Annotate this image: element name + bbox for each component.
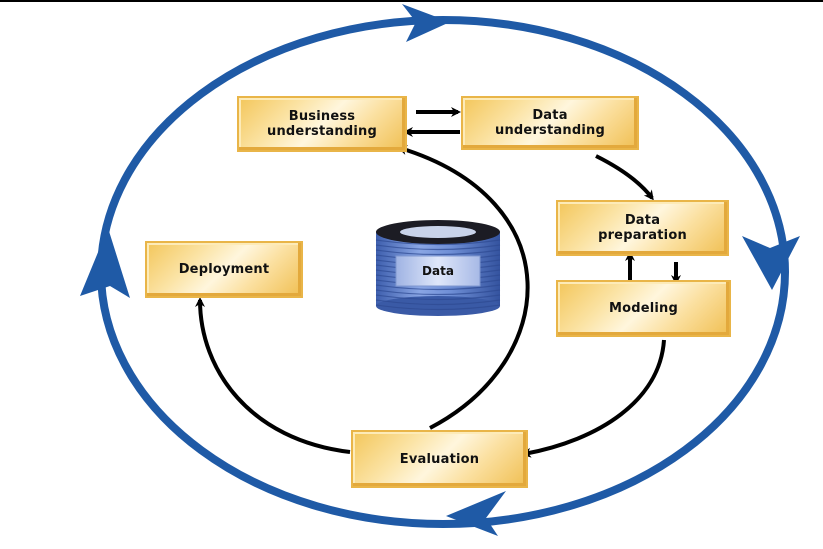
outer-cycle <box>80 4 800 536</box>
top-border-line <box>0 0 823 2</box>
phase-label: Evaluation <box>399 451 480 467</box>
phase-label: Data understanding <box>495 108 605 138</box>
outer-arrowhead-right <box>742 236 800 290</box>
database-icon <box>375 220 501 316</box>
arrow-evaluation-to-deployment <box>195 297 351 454</box>
phase-evaluation[interactable]: Evaluation <box>351 430 528 488</box>
database-rib-line <box>375 239 501 246</box>
database-rib-line <box>375 284 501 291</box>
phase-data-preparation[interactable]: Data preparation <box>556 200 729 256</box>
database-rib-line <box>375 304 501 311</box>
database-rib-line <box>375 289 501 296</box>
arrow-evaluation-to-business <box>397 145 530 430</box>
phase-business-understanding[interactable]: Business understanding <box>237 96 407 152</box>
database-rib-line <box>375 249 501 256</box>
outer-arrowhead-left <box>80 228 130 298</box>
database-label: Data <box>422 264 454 278</box>
phase-label: Business understanding <box>267 109 377 139</box>
outer-arrowhead-bottom <box>446 491 506 536</box>
arrow-data-understanding-to-preparation <box>595 154 654 201</box>
phase-label: Modeling <box>608 301 679 316</box>
phase-data-understanding[interactable]: Data understanding <box>461 96 639 150</box>
phase-deployment[interactable]: Deployment <box>145 241 303 298</box>
inner-arrows <box>195 107 681 458</box>
phase-label: Deployment <box>178 262 270 277</box>
phase-modeling[interactable]: Modeling <box>556 280 731 337</box>
database-rib-line <box>375 299 501 306</box>
arrow-modeling-to-evaluation <box>521 339 666 458</box>
outer-arrowhead-top <box>402 4 450 42</box>
phase-label: Data preparation <box>598 213 687 243</box>
database-rib-line <box>375 294 501 301</box>
database-rib-line <box>375 244 501 251</box>
